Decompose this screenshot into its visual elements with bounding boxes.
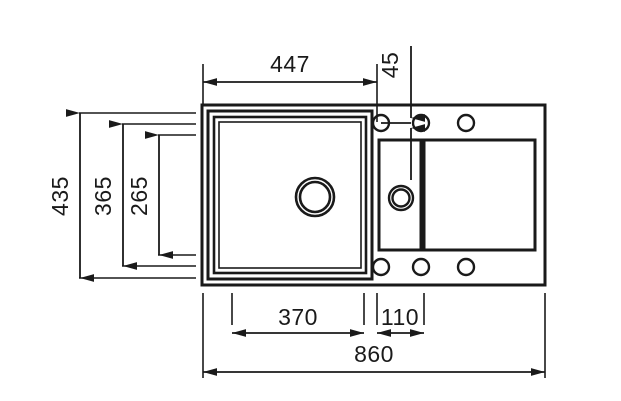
dimension-435: 435 (47, 109, 196, 282)
sink-outer-outline (200, 103, 547, 287)
main-drain-inner-ring (298, 180, 332, 214)
tap-hole-top-3 (456, 113, 476, 133)
small-drain-outer-ring (387, 184, 415, 212)
dimension-label-860: 860 (354, 341, 394, 367)
tap-holes-bottom (371, 257, 476, 277)
dimension-265: 265 (126, 131, 196, 259)
tap-hole-top-2 (411, 113, 431, 133)
dimension-365: 365 (90, 120, 196, 270)
main-basin-bowl (218, 121, 362, 269)
dimension-label-365: 365 (90, 176, 116, 216)
main-basin-rim-outer (206, 109, 374, 281)
dimension-label-45: 45 (377, 52, 403, 79)
tap-hole-bottom-1 (371, 257, 391, 277)
dimension-370: 370 (231, 293, 365, 337)
dimension-45: 45 (377, 46, 425, 180)
small-basin-bowl (377, 138, 423, 252)
small-basin (377, 138, 423, 252)
dimension-label-370: 370 (278, 304, 318, 330)
dimension-label-265: 265 (126, 176, 152, 216)
dimension-label-447: 447 (270, 51, 310, 77)
main-basin-rim-inner (212, 115, 368, 275)
dimension-110: 110 (376, 293, 425, 337)
dimension-label-110: 110 (381, 304, 419, 330)
tap-hole-bottom-2 (411, 257, 431, 277)
tap-hole-bottom-3 (456, 257, 476, 277)
dimension-447: 447 (202, 51, 378, 122)
main-drain-outer-ring (294, 176, 336, 218)
main-basin (206, 109, 374, 281)
dimension-label-435: 435 (47, 176, 73, 216)
drainboard (422, 138, 537, 252)
small-drain-inner-ring (391, 188, 411, 208)
sink-outline-group (200, 103, 547, 287)
dimension-860: 860 (202, 293, 546, 378)
drainboard-surface (422, 138, 537, 252)
